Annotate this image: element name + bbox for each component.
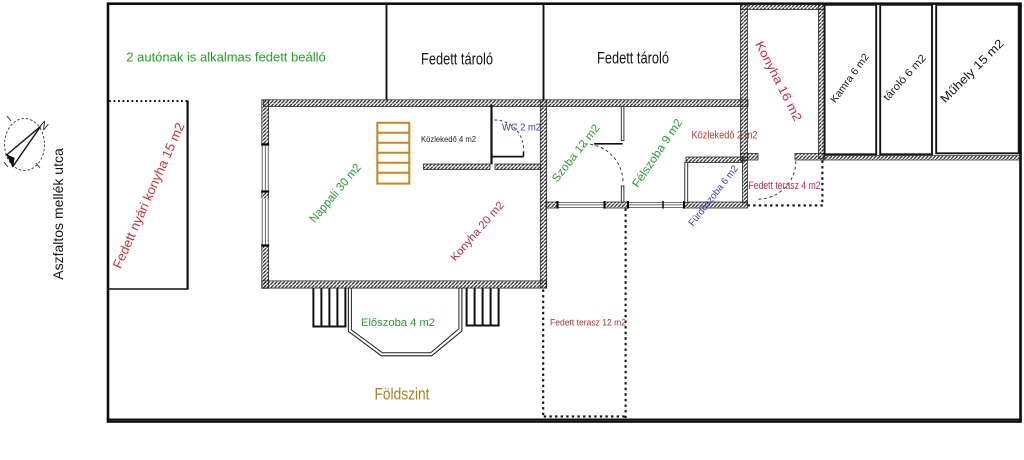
svg-text:Közlekedő 4 m2: Közlekedő 4 m2 [421,135,476,144]
svg-text:Közlekedő 2 m2: Közlekedő 2 m2 [692,130,758,142]
svg-text:Fedett terasz 12 m2: Fedett terasz 12 m2 [550,318,626,329]
svg-text:Fedett tároló: Fedett tároló [421,51,493,69]
svg-text:2 autónak is alkalmas fedett b: 2 autónak is alkalmas fedett beálló [126,50,325,65]
svg-text:Fedett tároló: Fedett tároló [597,50,669,68]
svg-text:Földszint: Földszint [375,386,430,404]
svg-text:Előszoba 4 m2: Előszoba 4 m2 [361,317,435,329]
svg-text:WC 2 m2: WC 2 m2 [502,122,541,134]
svg-text:Aszfaltos mellék utca: Aszfaltos mellék utca [50,148,66,280]
svg-text:Fedett terasz 4 m2: Fedett terasz 4 m2 [749,180,821,192]
